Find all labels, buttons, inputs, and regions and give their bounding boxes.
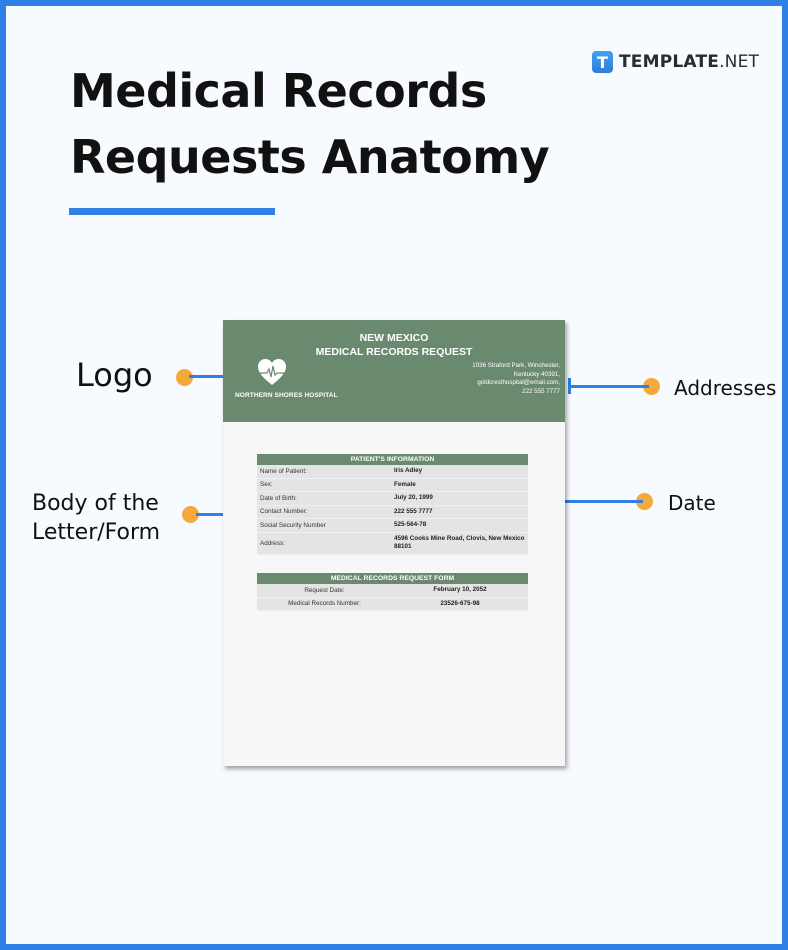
- annotation-dot-date: [636, 493, 653, 510]
- organization-name: NORTHERN SHORES HOSPITAL: [235, 392, 338, 399]
- annotation-label-body: Body of the Letter/Form: [32, 491, 161, 545]
- annotation-line-addresses: [571, 385, 649, 388]
- document-header: NEW MEXICO MEDICAL RECORDS REQUEST NORTH…: [223, 320, 565, 422]
- table-row: Request Date:February 10, 2052: [257, 584, 528, 598]
- title-line-1: Medical Records: [70, 64, 487, 118]
- table-row: Medical Records Number:23526-675-98: [257, 597, 528, 611]
- patient-info-heading: PATIENT'S INFORMATION: [257, 454, 528, 465]
- table-row: Sex:Female: [257, 478, 528, 492]
- annotation-line-body: [196, 513, 248, 516]
- heart-pulse-icon: [258, 359, 286, 385]
- annotation-label-date: Date: [668, 491, 716, 515]
- annotation-dot-logo: [176, 369, 193, 386]
- table-row: Contact Number:222 555 7777: [257, 505, 528, 519]
- page-title: Medical Records Requests Anatomy: [70, 58, 550, 190]
- annotation-line-logo: [189, 375, 241, 378]
- table-row: Address:4596 Cooks Mine Road, Clovis, Ne…: [257, 532, 528, 555]
- brand-logo: T TEMPLATE.NET: [592, 51, 759, 73]
- annotation-tick-addresses: [568, 378, 571, 394]
- request-form-heading: MEDICAL RECORDS REQUEST FORM: [257, 573, 528, 584]
- document-title: NEW MEXICO MEDICAL RECORDS REQUEST: [315, 332, 473, 358]
- annotation-dot-addresses: [643, 378, 660, 395]
- title-line-2: Requests Anatomy: [70, 130, 550, 184]
- brand-name: TEMPLATE.NET: [619, 52, 760, 72]
- title-underline: [69, 208, 275, 215]
- request-form-table: MEDICAL RECORDS REQUEST FORM Request Dat…: [257, 573, 528, 611]
- document-preview: NEW MEXICO MEDICAL RECORDS REQUEST NORTH…: [223, 320, 565, 766]
- annotation-label-addresses: Addresses: [674, 376, 777, 400]
- annotation-dot-body: [182, 506, 199, 523]
- patient-info-table: PATIENT'S INFORMATION Name of Patient:Ir…: [257, 454, 528, 555]
- table-row: Name of Patient:Iris Adley: [257, 465, 528, 479]
- template-logo-icon: T: [592, 51, 613, 73]
- table-row: Date of Birth:July 20, 1999: [257, 492, 528, 506]
- organization-address: 1036 Straford Park, Winchester, Kentucky…: [472, 362, 560, 395]
- annotation-label-logo: Logo: [76, 356, 153, 394]
